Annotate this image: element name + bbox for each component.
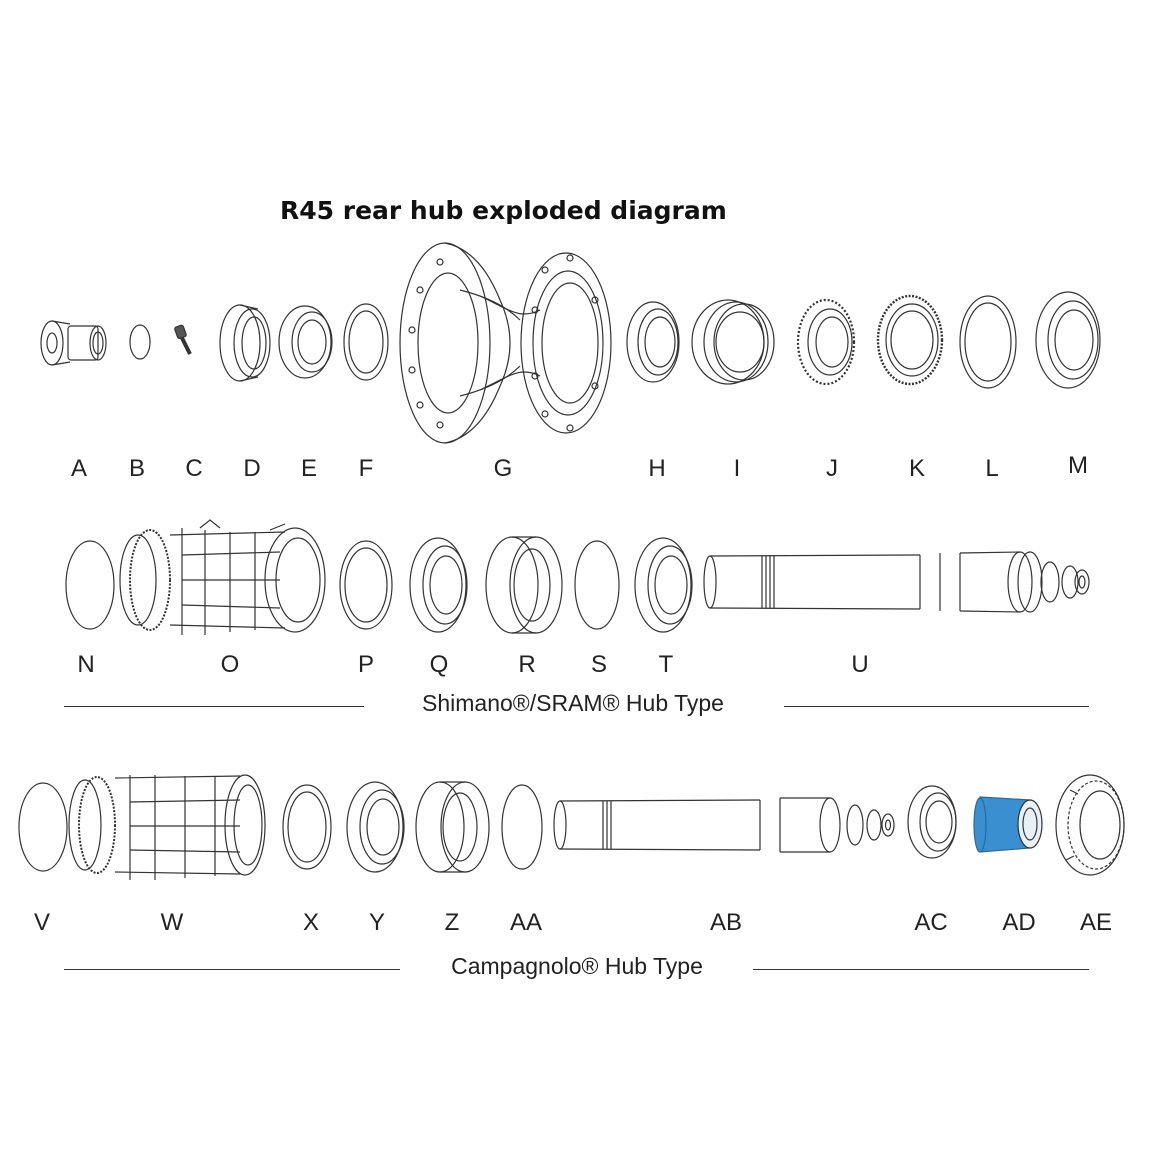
part-k-ratchet-ring	[876, 294, 944, 386]
part-v-o-ring	[18, 782, 68, 872]
label-h: H	[648, 455, 666, 482]
campagnolo-divider-left	[64, 969, 400, 970]
part-ae-lockring	[1055, 774, 1125, 876]
part-x-washer	[282, 784, 332, 870]
part-q-bearing	[409, 537, 468, 633]
label-m: M	[1068, 452, 1088, 479]
campagnolo-divider-right	[753, 969, 1089, 970]
label-g: G	[493, 455, 513, 482]
label-s: S	[590, 651, 608, 678]
part-w-freehub	[68, 774, 266, 880]
part-ac-bearing	[907, 785, 957, 859]
part-s-o-ring	[574, 540, 620, 630]
part-d-adapter	[219, 304, 271, 382]
part-i-spring	[691, 299, 775, 385]
part-u-axle	[703, 551, 1090, 613]
label-l: L	[985, 455, 999, 482]
part-y-bearing	[346, 781, 405, 873]
label-p: P	[357, 651, 375, 678]
label-u: U	[851, 651, 869, 678]
label-ad: AD	[1002, 909, 1036, 936]
part-ab-axle	[553, 797, 895, 853]
part-j-ratchet	[796, 298, 856, 386]
label-t: T	[658, 651, 674, 678]
part-a-end-cap	[40, 320, 107, 366]
label-a: A	[70, 455, 88, 482]
label-x: X	[302, 909, 320, 936]
label-b: B	[128, 455, 146, 482]
part-c-bolt	[174, 324, 192, 355]
part-m-bearing	[1035, 291, 1101, 389]
shimano-section-title: Shimano®/SRAM® Hub Type	[422, 690, 724, 716]
shimano-divider-right	[784, 706, 1089, 707]
diagram-title: R45 rear hub exploded diagram	[280, 196, 727, 225]
part-z-spacer	[415, 781, 490, 873]
part-f-washer	[343, 303, 389, 381]
label-j: J	[826, 455, 838, 482]
part-b-o-ring	[129, 324, 151, 360]
label-d: D	[243, 455, 261, 482]
shimano-divider-left	[64, 706, 364, 707]
label-v: V	[33, 909, 51, 936]
label-f: F	[358, 455, 374, 482]
part-n-o-ring	[65, 540, 115, 630]
campagnolo-section-title: Campagnolo® Hub Type	[451, 953, 703, 979]
part-ad-sleeve	[973, 796, 1043, 853]
label-i: I	[733, 455, 741, 482]
label-y: Y	[368, 909, 386, 936]
part-t-bearing	[634, 537, 693, 633]
part-o-freehub	[119, 519, 326, 635]
label-o: O	[220, 651, 240, 678]
label-w: W	[160, 909, 184, 936]
part-e-bearing	[278, 305, 333, 379]
part-l-washer	[959, 295, 1017, 389]
label-z: Z	[444, 909, 460, 936]
part-h-bearing	[626, 301, 680, 383]
label-e: E	[300, 455, 318, 482]
label-aa: AA	[509, 909, 543, 936]
label-n: N	[77, 651, 95, 678]
label-q: Q	[429, 651, 449, 678]
label-ae: AE	[1079, 909, 1113, 936]
label-ab: AB	[709, 909, 743, 936]
part-r-spacer	[485, 536, 563, 634]
label-ac: AC	[914, 909, 948, 936]
label-k: K	[908, 455, 926, 482]
label-c: C	[185, 455, 203, 482]
part-aa-o-ring	[501, 784, 543, 870]
part-p-washer	[339, 540, 393, 630]
label-r: R	[518, 651, 536, 678]
part-g-hub-shell	[399, 242, 612, 444]
